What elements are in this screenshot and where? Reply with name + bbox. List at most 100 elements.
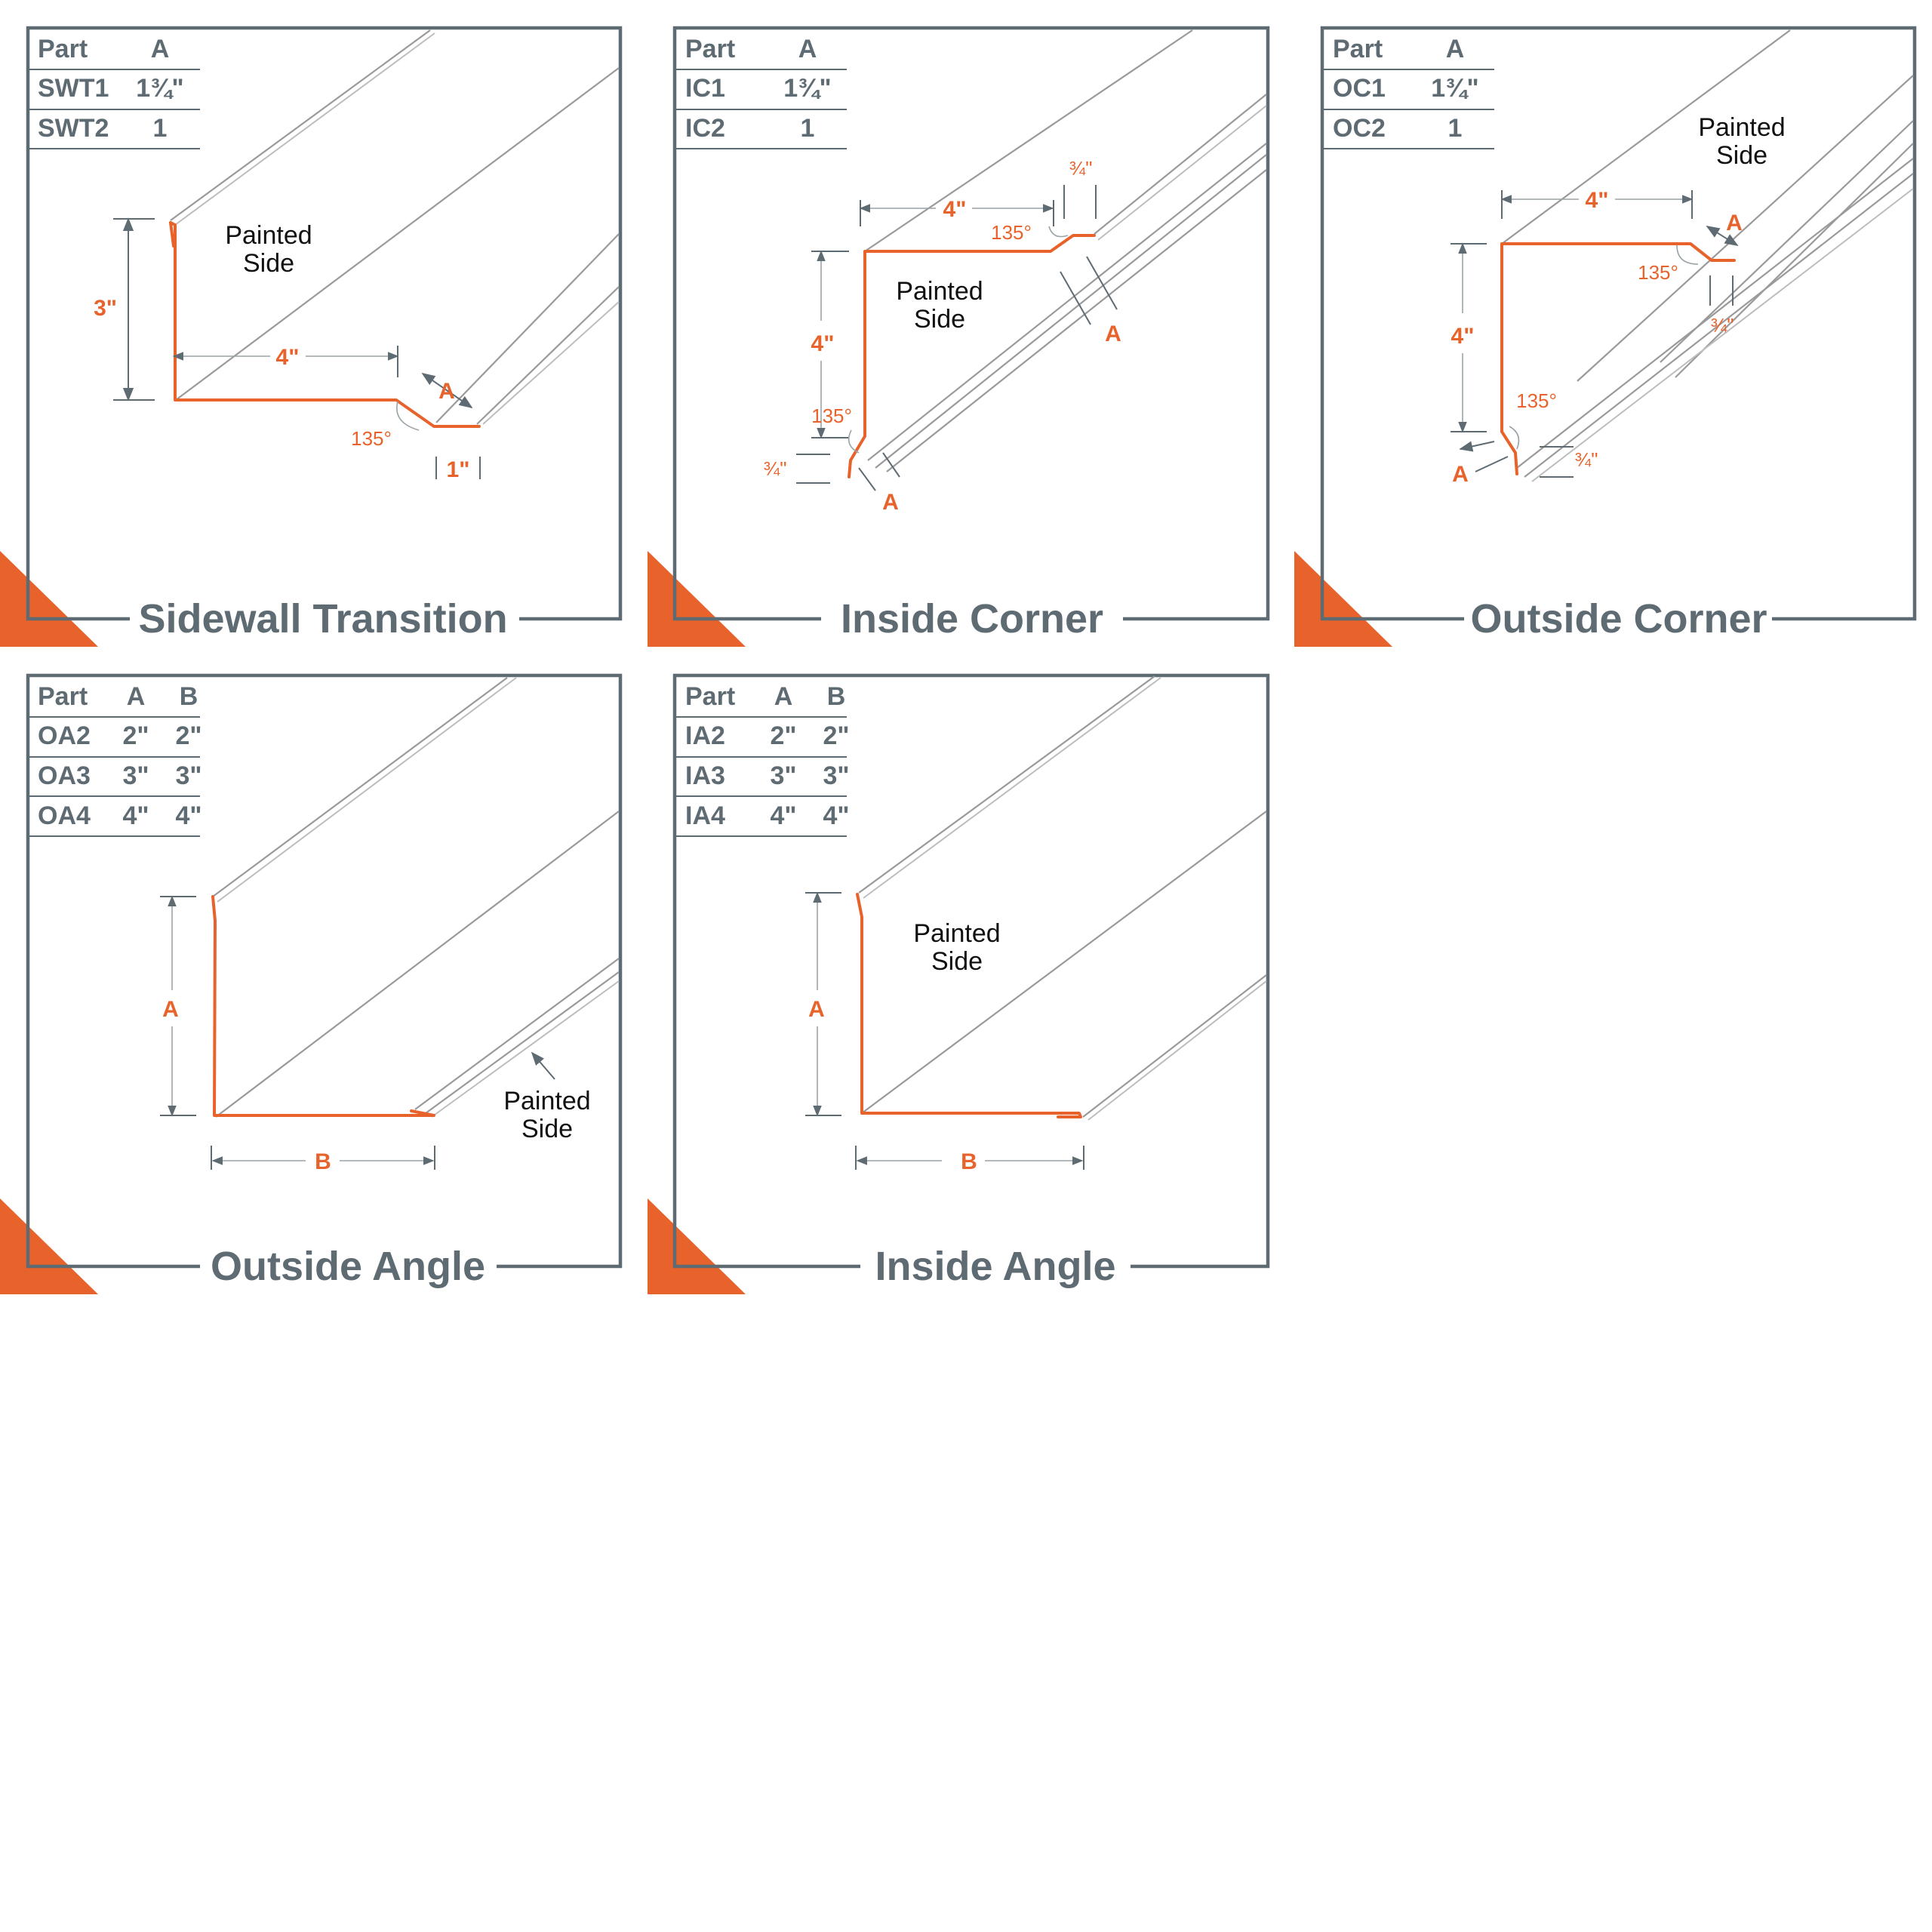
angle-label: 135° [991,221,1032,244]
panel-frame [1320,26,1917,621]
dimension-label: 1" [447,457,470,482]
painted-side-label: Painted [503,1087,590,1115]
flashing-profile-drawing: 4" A 135° ¾" 4" 135° A ¾" [1451,29,1914,487]
dimension-label: 4" [811,331,835,356]
profile-outline [1500,242,1736,475]
table-header-a: A [774,682,793,711]
spec-table: Part A OC1 1¾" OC2 1 [1322,35,1494,149]
painted-side-label: Painted [1698,113,1785,142]
panel-title: Sidewall Transition [138,596,507,641]
painted-side-label: Painted [225,221,312,250]
table-header-a: A [127,682,146,711]
dimension-label: B [315,1149,331,1174]
panel-title: Outside Angle [211,1244,485,1289]
corner-accent-triangle [648,1198,746,1294]
dimension-label: A [1452,462,1469,487]
panel-frame [26,673,623,1269]
table-cell: 3" [770,761,796,790]
dimension-label: ¾" [1575,448,1598,471]
angle-label: 135° [1638,261,1678,284]
table-cell: 1 [1448,114,1463,143]
profile-outline [856,893,1082,1118]
table-cell: 2" [122,721,149,750]
spec-table: Part A IC1 1¾" IC2 1 [675,35,847,149]
dimension-label: 3" [94,296,117,321]
angle-label: 135° [811,405,852,427]
spec-table: Part A SWT1 1¾" SWT2 1 [28,35,200,149]
table-cell: 1 [153,114,168,143]
table-cell: OA3 [38,761,91,790]
table-cell: IC1 [685,74,725,103]
table-cell: IC2 [685,114,725,143]
table-cell: OA4 [38,801,91,830]
dimension-label: A [438,379,455,404]
table-header-part: Part [38,682,88,711]
profile-outline [848,234,1096,478]
table-cell: 1¾" [1431,74,1478,103]
painted-side-label: Painted [896,277,983,306]
panel-inside-corner: Inside Corner Part A IC1 1¾" IC2 1 4 [648,26,1270,647]
panel-sidewall-transition: Sidewall Transition Part A SWT1 1¾" SWT2… [0,26,623,647]
angle-label: 135° [1516,389,1557,412]
dimension-label: 4" [1586,188,1609,213]
table-cell: OC1 [1333,74,1386,103]
spec-table: Part A B OA2 2" 2" OA3 3" 3" OA4 4" 4" [28,682,202,837]
dimension-label: 4" [276,345,300,370]
panel-outside-corner: Outside Corner Part A OC1 1¾" OC2 1 [1294,26,1917,647]
table-cell: 1¾" [783,74,831,103]
table-header-b: B [180,682,198,711]
dimension-label: 4" [1451,324,1475,349]
dimension-label: ¾" [1711,314,1734,337]
panel-frame [26,26,623,621]
table-header-part: Part [685,35,735,63]
table-header-a: A [798,35,817,63]
table-cell: IA3 [685,761,725,790]
dimension-label: A [1726,211,1743,235]
corner-accent-triangle [648,551,746,647]
spec-table: Part A B IA2 2" 2" IA3 3" 3" IA4 4" 4" [675,682,850,837]
table-cell: 2" [823,721,849,750]
corner-accent-triangle [0,1198,98,1294]
flashing-profile-drawing: A B [805,675,1267,1174]
panel-inside-angle: Inside Angle Part A B IA2 2" 2" IA3 3" 3… [648,673,1270,1294]
table-cell: 1¾" [136,74,183,103]
painted-side-label: Painted [913,919,1000,948]
table-cell: 3" [175,761,202,790]
profile-outline [211,895,435,1117]
flashing-profile-drawing: 4" ¾" 135° A 4" 135° ¾" A [764,29,1267,515]
table-cell: 3" [122,761,149,790]
table-header-b: B [827,682,846,711]
table-cell: SWT2 [38,114,109,143]
table-cell: IA4 [685,801,725,830]
table-cell: OC2 [1333,114,1386,143]
table-cell: 3" [823,761,849,790]
table-header-a: A [151,35,170,63]
panel-title: Inside Corner [841,596,1103,641]
painted-side-label: Side [243,249,294,278]
dimension-label: A [808,997,825,1022]
table-cell: 1 [801,114,815,143]
table-header-part: Part [685,682,735,711]
angle-label: 135° [351,427,392,450]
table-cell: 2" [175,721,202,750]
panel-frame [672,673,1270,1269]
table-cell: IA2 [685,721,725,750]
dimension-label: 4" [943,197,967,222]
dimension-label: A [162,997,179,1022]
dimension-label: ¾" [764,457,787,480]
painted-side-label: Side [931,947,983,976]
panel-title: Inside Angle [875,1244,1115,1289]
table-cell: 2" [770,721,796,750]
flashing-profile-drawing: A B [160,677,620,1174]
table-cell: SWT1 [38,74,109,103]
panel-title: Outside Corner [1470,596,1767,641]
table-cell: 4" [770,801,796,830]
panel-outside-angle: Outside Angle Part A B OA2 2" 2" OA3 3" … [0,673,623,1294]
table-cell: OA2 [38,721,91,750]
dimension-label: ¾" [1069,157,1093,180]
dimension-label: A [882,490,899,515]
profile-outline [169,221,481,428]
dimension-label: B [961,1149,977,1174]
table-cell: 4" [175,801,202,830]
